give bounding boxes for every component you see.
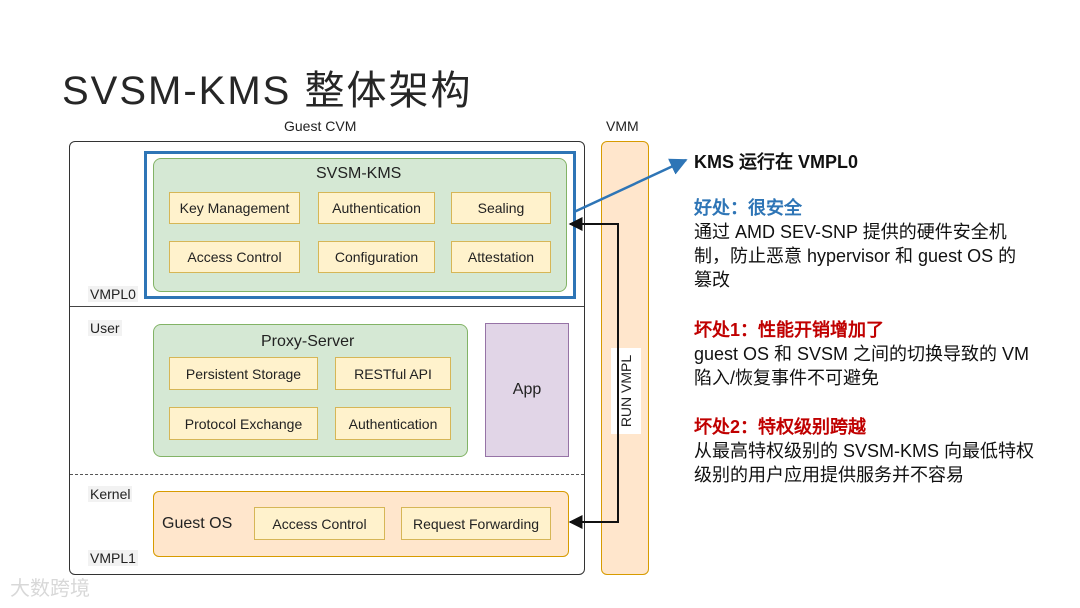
guest-os-cell-access-control: Access Control xyxy=(254,507,385,540)
guest-os-title: Guest OS xyxy=(162,515,233,532)
kms-cell-sealing: Sealing xyxy=(451,192,551,224)
kms-callout-arrow xyxy=(573,158,688,214)
benefit-title: 好处：很安全 xyxy=(694,198,802,218)
user-label: User xyxy=(88,320,122,336)
kms-heading: KMS 运行在 VMPL0 xyxy=(694,152,859,172)
proxy-server-title: Proxy-Server xyxy=(261,333,355,350)
proxy-cell-persistent-storage: Persistent Storage xyxy=(169,357,318,390)
proxy-cell-protocol-exchange: Protocol Exchange xyxy=(169,407,318,440)
kernel-label: Kernel xyxy=(88,486,133,502)
vmpl0-label: VMPL0 xyxy=(88,286,138,302)
drawback1-block: 坏处1：性能开销增加了 guest OS 和 SVSM 之间的切换导致的 VM … xyxy=(694,318,1064,390)
guest-os-cell-request-forwarding: Request Forwarding xyxy=(401,507,551,540)
proxy-cell-authentication: Authentication xyxy=(335,407,451,440)
kms-cell-authentication: Authentication xyxy=(318,192,435,224)
drawback1-body: guest OS 和 SVSM 之间的切换导致的 VM 陷入/恢复事件不可避免 xyxy=(694,344,1030,388)
proxy-cell-restful-api: RESTful API xyxy=(335,357,451,390)
drawback2-block: 坏处2：特权级别跨越 从最高特权级别的 SVSM-KMS 向最低特权级别的用户应… xyxy=(694,415,1064,487)
page-title: SVSM-KMS 整体架构 xyxy=(62,69,473,113)
run-vmpl-label: RUN VMPL xyxy=(611,348,641,434)
benefit-body: 通过 AMD SEV-SNP 提供的硬件安全机制，防止恶意 hypervisor… xyxy=(694,222,1017,290)
drawback1-title: 坏处1：性能开销增加了 xyxy=(694,320,885,340)
app-box: App xyxy=(485,323,569,457)
svsm-kms-title: SVSM-KMS xyxy=(316,165,402,182)
vmm-label: VMM xyxy=(606,118,639,134)
watermark: 大数跨境 xyxy=(10,578,90,600)
user-kernel-divider xyxy=(70,474,584,475)
kms-cell-access-control: Access Control xyxy=(169,241,300,273)
run-vmpl-arrow xyxy=(568,217,619,529)
benefit-block: 好处：很安全 通过 AMD SEV-SNP 提供的硬件安全机制，防止恶意 hyp… xyxy=(694,196,1064,292)
vmpl-divider xyxy=(70,306,584,307)
kms-cell-attestation: Attestation xyxy=(451,241,551,273)
guest-cvm-label: Guest CVM xyxy=(284,118,357,134)
kms-cell-key-management: Key Management xyxy=(169,192,300,224)
drawback2-title: 坏处2：特权级别跨越 xyxy=(694,417,867,437)
drawback2-body: 从最高特权级别的 SVSM-KMS 向最低特权级别的用户应用提供服务并不容易 xyxy=(694,441,1035,485)
vmpl1-label: VMPL1 xyxy=(88,550,138,566)
kms-cell-configuration: Configuration xyxy=(318,241,435,273)
